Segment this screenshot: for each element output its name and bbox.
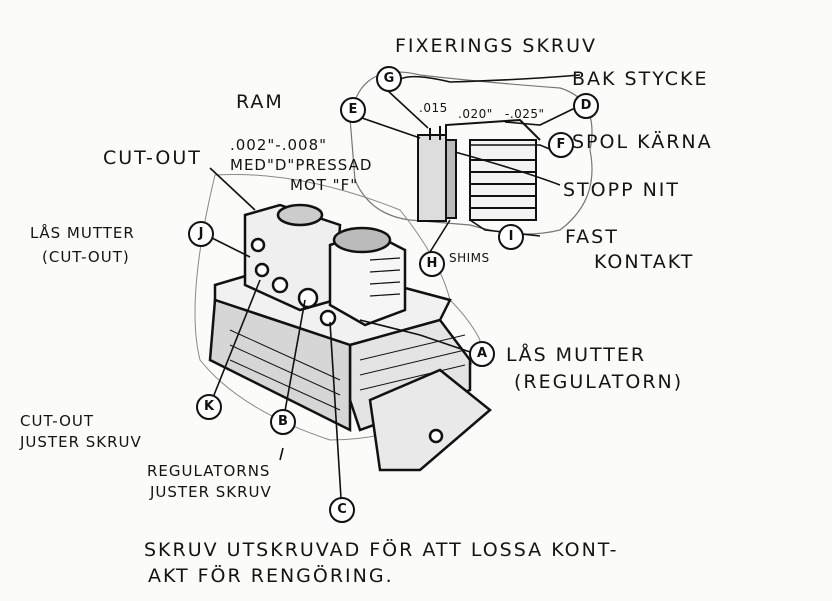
label-kontakt: KONTAKT <box>594 251 695 273</box>
label-las-mutter-reg-paren: (REGULATORN) <box>514 371 684 393</box>
label-gap-range-a: .020" <box>458 107 493 121</box>
caption-line-2: AKT FÖR RENGÖRING. <box>148 565 394 587</box>
label-las-mutter-cutout: LÅS MUTTER <box>30 224 135 242</box>
inset-spol-karna <box>469 139 537 221</box>
label-ram: RAM <box>236 91 284 113</box>
label-stopp-nit: STOPP NIT <box>563 179 680 201</box>
callout-a: A <box>469 341 495 367</box>
inset-outline <box>349 71 593 235</box>
callout-f: F <box>548 132 574 158</box>
callout-b: B <box>270 409 296 435</box>
callout-g: G <box>376 66 402 92</box>
label-fixerings-skruv: FIXERINGS SKRUV <box>395 35 598 57</box>
label-reg-juster-2: JUSTER SKRUV <box>150 483 272 501</box>
inset-detail <box>417 118 541 222</box>
caption-line-1: SKRUV UTSKRUVAD FÖR ATT LOSSA KONT- <box>144 539 619 561</box>
regulator-coil <box>271 226 407 327</box>
label-gap-small: .015 <box>419 101 448 115</box>
label-las-mutter-reg: LÅS MUTTER <box>506 344 647 366</box>
label-cut-out-gap: .002"-.008" <box>230 136 328 154</box>
label-cutout-juster-2: JUSTER SKRUV <box>20 433 142 451</box>
base-left <box>208 298 352 433</box>
callout-d: D <box>573 93 599 119</box>
label-mot-f: MOT "F" <box>290 176 359 194</box>
label-las-mutter-cutout-paren: (CUT-OUT) <box>42 248 130 266</box>
label-cutout-juster-1: CUT-OUT <box>20 412 95 430</box>
cutout-relay <box>243 203 342 312</box>
mounting-foot <box>368 368 492 472</box>
callout-j: J <box>188 221 214 247</box>
label-med-d-pressad: MED"D"PRESSAD <box>230 156 373 174</box>
label-spol-karna: SPOL KÄRNA <box>572 131 713 153</box>
callout-k: K <box>196 394 222 420</box>
label-cut-out: CUT-OUT <box>103 147 202 169</box>
inset-bak-stycke <box>417 134 447 222</box>
callout-h: H <box>419 251 445 277</box>
callout-i: I <box>498 224 524 250</box>
label-fast: FAST <box>565 226 619 248</box>
label-shims: SHIMS <box>449 251 490 265</box>
leader-lines <box>209 74 581 499</box>
label-bak-stycke: BAK STYCKE <box>572 68 709 90</box>
label-gap-range-b: -.025" <box>505 107 545 121</box>
label-reg-juster-1: REGULATORNS <box>147 462 271 480</box>
callout-e: E <box>340 97 366 123</box>
callout-c: C <box>329 497 355 523</box>
